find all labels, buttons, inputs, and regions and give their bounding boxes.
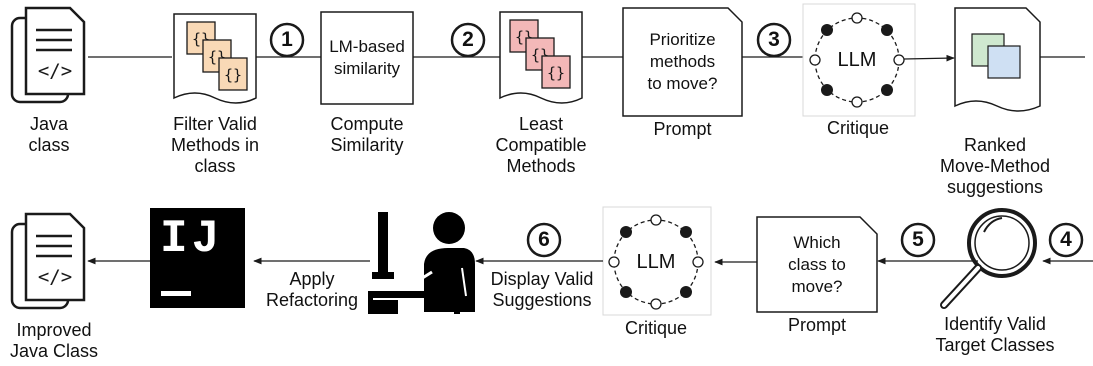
magnifier-icon — [940, 208, 1037, 309]
prompt-document-2 — [756, 216, 878, 313]
step-2-number: 2 — [462, 28, 474, 51]
braces-glyph: {} — [547, 64, 565, 82]
step-6-circle — [526, 222, 562, 258]
improved-java-class-icon: </> — [10, 212, 86, 310]
critique-label: Critique — [826, 118, 890, 138]
llm-text: LLM — [837, 49, 877, 71]
display-suggestions-label: Display Valid Suggestions — [490, 269, 594, 310]
least-compatible-label: Least Compatible Methods — [495, 114, 587, 176]
developer-icon — [368, 212, 475, 314]
code-tag-glyph: </> — [38, 60, 72, 82]
improved-java-class-label: Improved Java Class — [9, 320, 99, 361]
step-5-circle — [900, 222, 936, 258]
prompt-box-text: Prioritize methods to move? — [647, 30, 718, 93]
similarity-box-text: LM-based similarity — [329, 37, 405, 78]
step-2-circle — [450, 22, 486, 58]
methods-stack-icon: {} {} {} — [173, 13, 257, 104]
prompt-document — [622, 7, 743, 117]
llm-text-2: LLM — [636, 251, 676, 273]
step-6-number: 6 — [538, 228, 550, 251]
llm-critique-icon — [802, 3, 916, 117]
similarity-box — [320, 11, 414, 105]
step-1-circle — [269, 22, 305, 58]
ranked-suggestions-label: Ranked Move-Method suggestions — [939, 135, 1051, 197]
intellij-logo-text: IJ — [160, 213, 224, 265]
filter-methods-label: Filter Valid Methods in class — [170, 114, 260, 176]
prompt-label-2: Prompt — [787, 315, 847, 335]
least-compatible-methods-icon: {} {} {} — [499, 11, 583, 104]
ranked-suggestions-icon — [954, 7, 1041, 112]
prompt-box-text-2: Which class to move? — [788, 233, 846, 296]
step-4-circle — [1048, 222, 1084, 258]
step-3-circle — [756, 22, 792, 58]
identify-target-label: Identify Valid Target Classes — [935, 314, 1055, 355]
compute-similarity-label: Compute Similarity — [330, 114, 404, 155]
step-3-number: 3 — [768, 28, 780, 51]
java-class-icon: </> — [10, 6, 86, 104]
braces-glyph: {} — [224, 66, 242, 84]
critique-label-2: Critique — [624, 318, 688, 338]
prompt-label: Prompt — [653, 119, 712, 139]
step-5-number: 5 — [912, 228, 924, 251]
llm-critique-icon-2 — [602, 206, 712, 316]
apply-refactoring-label: Apply Refactoring — [265, 269, 359, 310]
step-4-number: 4 — [1060, 228, 1072, 251]
java-class-label: Java class — [28, 114, 70, 155]
step-1-number: 1 — [281, 28, 293, 51]
code-tag-glyph: </> — [38, 266, 72, 288]
